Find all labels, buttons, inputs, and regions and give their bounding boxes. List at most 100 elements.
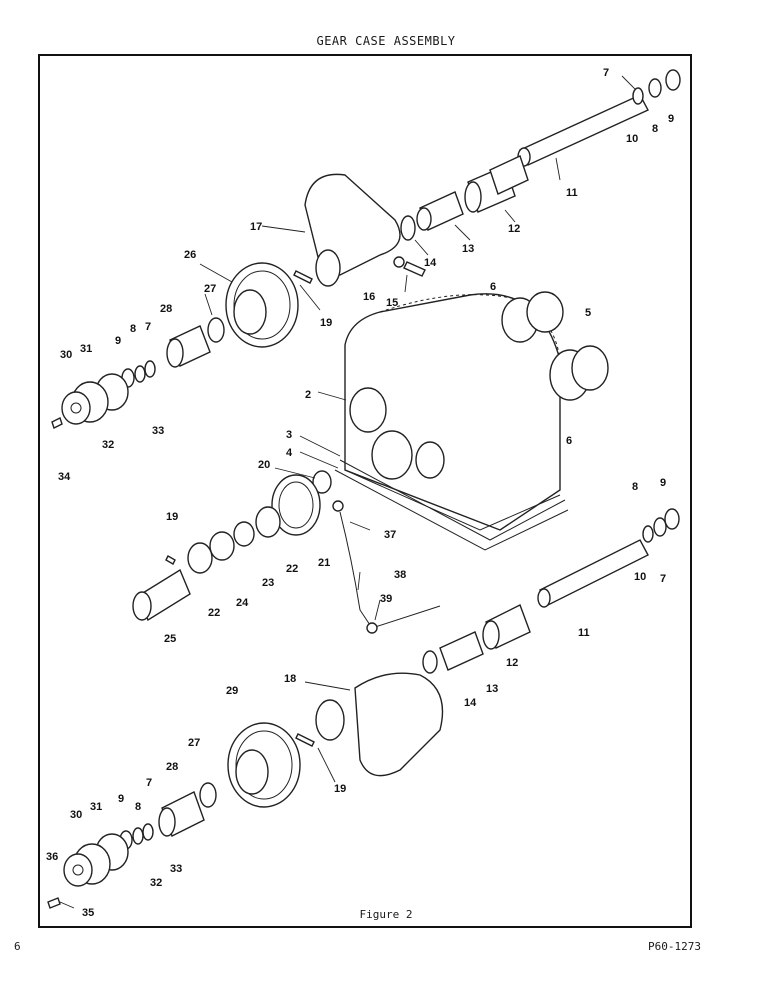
lower-shaft-group: [295, 508, 680, 777]
callout: 4: [286, 447, 293, 459]
screw-36: [47, 897, 61, 909]
callout: 6: [566, 435, 572, 447]
fitting-37: [332, 500, 344, 512]
key-19-upper: [293, 270, 313, 284]
callout: 9: [115, 335, 121, 347]
housing-bore-right: [415, 441, 445, 479]
oil-line-38: [339, 511, 441, 629]
seal-14-lower: [422, 650, 438, 674]
callout: 7: [603, 67, 609, 79]
gear-26-hub: [233, 289, 267, 335]
cover-5-upper: [526, 291, 564, 333]
callout: 33: [152, 425, 164, 437]
callout: 33: [170, 863, 182, 875]
callout: 8: [135, 801, 141, 813]
callout: 34: [58, 471, 71, 483]
callout: 32: [102, 439, 114, 451]
snap-ring-10: [632, 87, 644, 105]
screw-15: [403, 261, 426, 277]
callout: 7: [660, 573, 666, 585]
callout: 7: [145, 321, 151, 333]
callout: 22: [286, 563, 298, 575]
callout: 10: [626, 133, 638, 145]
upper-shaft: [519, 94, 649, 166]
callout: 36: [46, 851, 58, 863]
callout: 30: [70, 809, 82, 821]
callout: 12: [508, 223, 520, 235]
housing-bore-center: [371, 430, 413, 480]
ring-24: [209, 531, 235, 561]
cap-30: [61, 391, 91, 425]
callout: 28: [166, 761, 178, 773]
callout-labels: 7 8 9 10 11 12 13 14 15 16 17 19 2 6 27 2…: [46, 67, 674, 919]
page-title: GEAR CASE ASSEMBLY: [316, 34, 456, 48]
ring-27-upper: [207, 317, 225, 343]
callout: 17: [250, 221, 262, 233]
figure-caption: Figure 2: [359, 908, 413, 921]
callout: 15: [386, 297, 398, 309]
washer-9: [665, 69, 681, 91]
callout: 31: [90, 801, 102, 813]
bearing-12a-face: [464, 181, 482, 213]
callout: 13: [486, 683, 498, 695]
leader-lines: [59, 75, 637, 909]
bearing-22-left: [187, 542, 213, 574]
callout: 9: [118, 793, 124, 805]
callout: 14: [424, 257, 437, 269]
callout: 8: [130, 323, 136, 335]
nut-16: [393, 256, 405, 268]
callout: 19: [334, 783, 346, 795]
key-19-lower: [295, 733, 315, 747]
callout: 19: [166, 511, 178, 523]
callout: 38: [394, 569, 406, 581]
callout: 13: [462, 243, 474, 255]
washer-20: [312, 470, 332, 494]
page-number: 6: [14, 940, 21, 953]
callout: 2: [305, 389, 311, 401]
callout: 27: [188, 737, 200, 749]
carrier-18-hub: [315, 699, 345, 741]
gear-case-housing: [334, 291, 609, 551]
callout: 37: [384, 529, 396, 541]
callout: 19: [320, 317, 332, 329]
screw-34: [51, 417, 63, 429]
lower-shaft: [539, 539, 649, 606]
upper-shaft-group: [293, 69, 681, 287]
carrier-18: [354, 672, 444, 777]
callout: 8: [652, 123, 658, 135]
callout: 20: [258, 459, 270, 471]
fitting-39: [366, 622, 378, 634]
key-19-middle: [165, 555, 176, 565]
callout: 39: [380, 593, 392, 605]
callout: 27: [204, 283, 216, 295]
callout: 25: [164, 633, 176, 645]
callout: 21: [318, 557, 330, 569]
spacer-23: [233, 521, 255, 547]
callout: 31: [80, 343, 92, 355]
callout: 5: [585, 307, 591, 319]
callout: 16: [363, 291, 375, 303]
callout: 11: [566, 187, 578, 199]
callout: 23: [262, 577, 274, 589]
callout: 8: [632, 481, 638, 493]
callout: 14: [464, 697, 477, 709]
bearing-22-right: [255, 506, 281, 538]
washer-8: [648, 78, 662, 98]
callout: 10: [634, 571, 646, 583]
callout: 6: [490, 281, 496, 293]
document-code: P60-1273: [648, 940, 701, 953]
upper-left-stack: [51, 262, 299, 429]
callout: 24: [236, 597, 249, 609]
cover-5-lower: [571, 345, 609, 391]
callout: 29: [226, 685, 238, 697]
callout: 11: [578, 627, 590, 639]
middle-idler-stack: [132, 470, 441, 634]
callout: 12: [506, 657, 518, 669]
callout: 32: [150, 877, 162, 889]
seal-14: [400, 215, 416, 241]
callout: 7: [146, 777, 152, 789]
callout: 9: [660, 477, 666, 489]
figure-frame: [38, 54, 692, 928]
callout: 30: [60, 349, 72, 361]
